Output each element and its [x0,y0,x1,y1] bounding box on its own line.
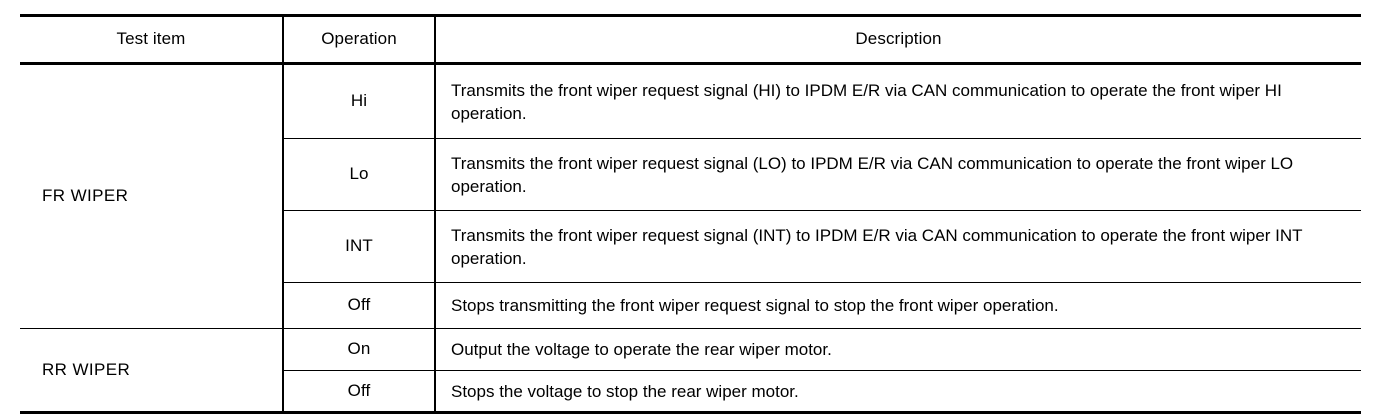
cell-test-item-fr-wiper: FR WIPER [20,63,284,329]
cell-operation-off-rear: Off [283,370,436,413]
description-text: Stops transmitting the front wiper reque… [451,296,1059,315]
column-header-test-item: Test item [20,14,284,64]
table-row: RR WIPER On Output the voltage to operat… [20,328,1361,413]
cell-description-off-front: Stops transmitting the front wiper reque… [435,283,1361,329]
spec-table-container: Test item Operation Description FR WIPER… [20,14,1361,414]
cell-description-on: Output the voltage to operate the rear w… [435,329,1361,371]
cell-description-hi: Transmits the front wiper request signal… [435,64,1361,139]
description-text: Transmits the front wiper request signal… [451,80,1282,123]
table-row: Lo Transmits the front wiper request sig… [20,138,1361,211]
test-item-table: Test item Operation Description FR WIPER… [20,14,1361,414]
table-header: Test item Operation Description [20,14,1361,64]
table-row: INT Transmits the front wiper request si… [20,210,1361,283]
description-text: Transmits the front wiper request signal… [451,225,1303,268]
cell-description-lo: Transmits the front wiper request signal… [435,139,1361,211]
cell-description-off-rear: Stops the voltage to stop the rear wiper… [435,371,1361,413]
table-row: Off Stops transmitting the front wiper r… [20,282,1361,329]
table-header-row: Test item Operation Description [20,14,1361,64]
description-text: Stops the voltage to stop the rear wiper… [451,381,799,401]
column-header-description: Description [435,14,1361,64]
column-header-operation: Operation [283,14,436,64]
cell-description-int: Transmits the front wiper request signal… [435,211,1361,283]
description-text: Transmits the front wiper request signal… [451,153,1294,196]
cell-operation-int: INT [283,210,436,283]
description-text: Output the voltage to operate the rear w… [451,340,832,359]
table-row: FR WIPER Hi Transmits the front wiper re… [20,63,1361,329]
cell-operation-lo: Lo [283,138,436,211]
cell-operation-off-front: Off [283,282,436,329]
table-body: FR WIPER Hi Transmits the front wiper re… [20,63,1361,413]
cell-operation-on: On [283,328,436,371]
cell-operation-hi: Hi [283,63,436,139]
cell-test-item-rr-wiper: RR WIPER [20,328,284,413]
